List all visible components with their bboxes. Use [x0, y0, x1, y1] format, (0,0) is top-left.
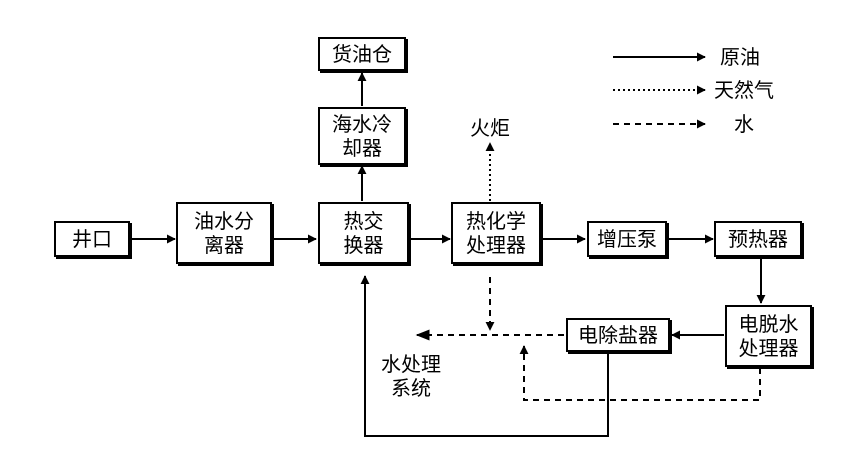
node-preheater-label: 预热器 [728, 227, 788, 251]
water-flows [415, 277, 761, 401]
flare-label: 火炬 [470, 116, 510, 140]
node-thermochem-label: 热化学 处理器 [466, 209, 526, 257]
crude-oil-flows [131, 72, 766, 437]
node-seawater-cooler: 海水冷 却器 [318, 107, 406, 165]
node-heat-exchanger: 热交 换器 [318, 202, 409, 264]
node-heat-exchanger-label: 热交 换器 [343, 209, 384, 257]
node-electro-dehydrator: 电脱水 处理器 [725, 305, 812, 367]
legend-lines [613, 52, 706, 129]
legend-water-label: 水 [734, 112, 754, 136]
node-cargo-tank-label: 货油仓 [332, 42, 392, 66]
node-booster-pump: 增压泵 [587, 221, 667, 257]
node-well: 井口 [54, 221, 130, 257]
node-cargo-tank: 货油仓 [318, 37, 406, 71]
node-oil-water-separator: 油水分 离器 [176, 202, 272, 264]
legend-natural-gas-label: 天然气 [714, 78, 774, 102]
water-treatment-label: 水处理 系统 [381, 352, 441, 400]
node-electro-desalter-label: 电除盐器 [578, 323, 658, 347]
node-preheater: 预热器 [714, 221, 802, 257]
node-booster-pump-label: 增压泵 [597, 227, 657, 251]
node-electro-desalter: 电除盐器 [566, 318, 670, 352]
node-well-label: 井口 [72, 227, 112, 251]
node-thermochemical-treater: 热化学 处理器 [451, 202, 541, 264]
legend-crude-oil-label: 原油 [720, 45, 760, 69]
node-seawater-cooler-label: 海水冷 却器 [332, 112, 392, 160]
arrow-dehydrator-water-to-line [519, 345, 761, 401]
arrow-desalter-return-to-heat-exchanger [360, 275, 609, 437]
node-separator-label: 油水分 离器 [194, 209, 254, 257]
node-electro-dehydrator-label: 电脱水 处理器 [738, 312, 799, 360]
